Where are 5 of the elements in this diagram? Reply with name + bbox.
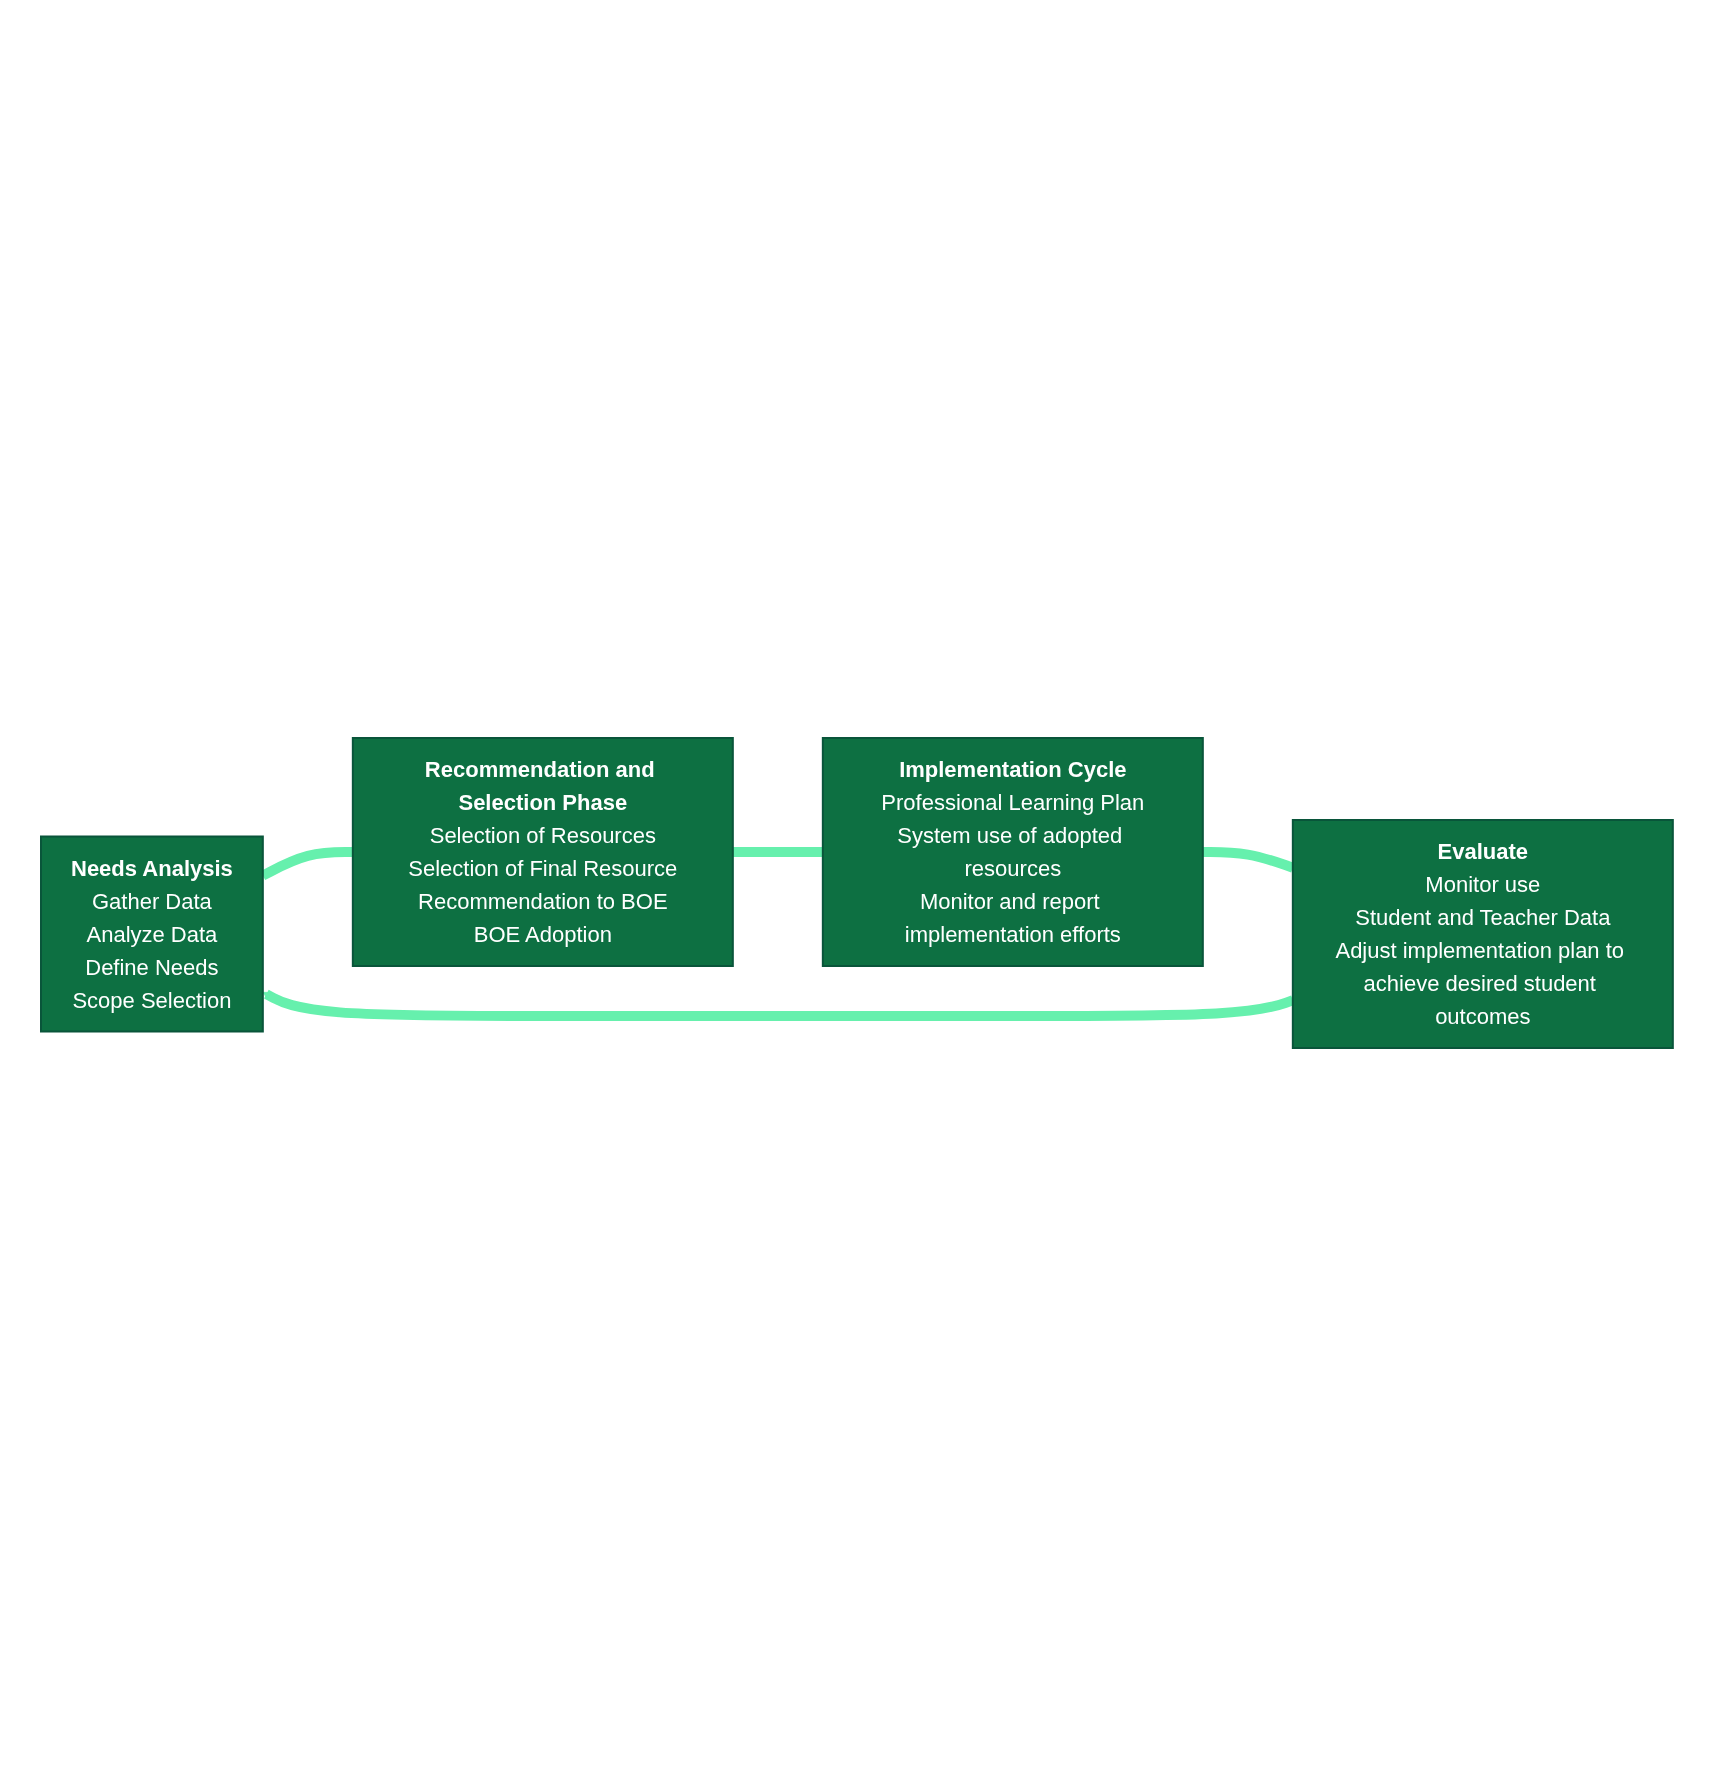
node-box: Recommendation and Selection Phase Selection of Resources Selection of Final Resource Recommendation to BOE BOE Adoption (351, 736, 734, 967)
node-box: Evaluate Monitor use Student and Teacher Data Adjust implementation plan to achieve desired student outcomes (1291, 818, 1674, 1049)
node-box: Implementation Cycle Professional Learning Plan System use of adopted resources Monitor and report implementation efforts (821, 736, 1204, 967)
connector (732, 846, 823, 857)
node-box: Needs Analysis Gather Data Analyze Data Define Needs Scope Selection (39, 835, 264, 1032)
